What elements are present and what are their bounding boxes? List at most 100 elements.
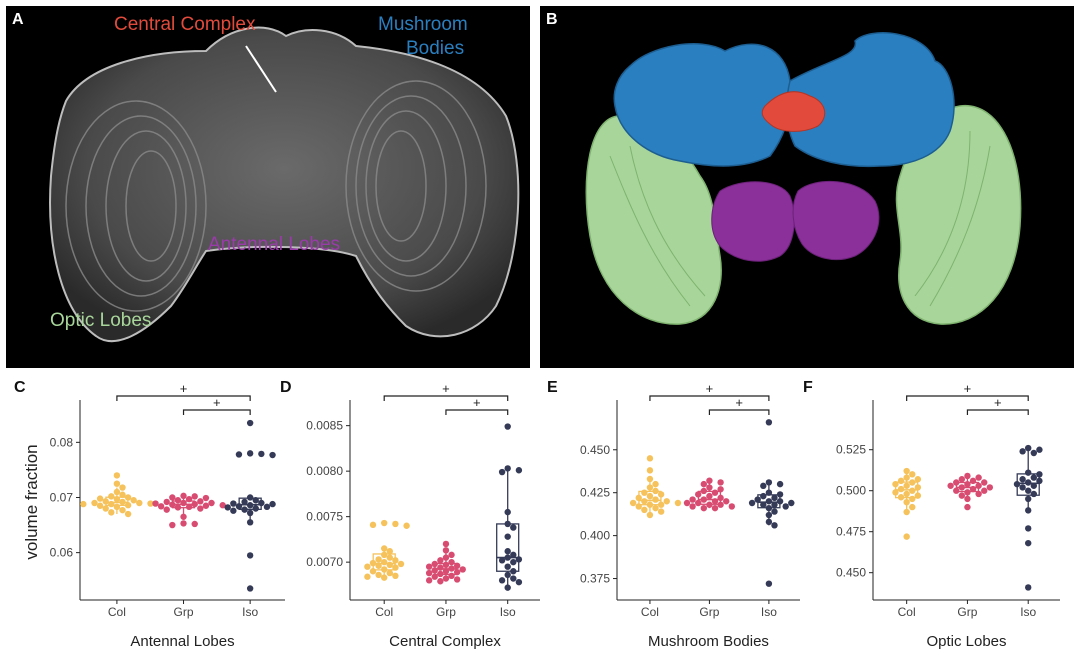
data-point (124, 502, 132, 509)
data-point (258, 450, 265, 458)
data-point (252, 497, 259, 504)
data-point (392, 557, 399, 564)
data-point (269, 500, 276, 508)
data-point (641, 498, 648, 505)
data-point (442, 554, 450, 561)
data-point (646, 484, 654, 491)
data-point (700, 504, 708, 512)
data-point (515, 556, 523, 563)
data-point (717, 486, 724, 493)
y-axis-label: volume fraction (22, 444, 41, 559)
data-point (711, 489, 719, 496)
data-point (914, 484, 922, 491)
data-point (381, 558, 388, 566)
data-point (515, 467, 523, 474)
data-point (364, 573, 371, 580)
data-point (1025, 495, 1032, 503)
data-point (108, 509, 115, 516)
data-point (510, 524, 517, 531)
data-point (782, 503, 789, 510)
sig-mark-grp-iso: + (213, 395, 221, 410)
data-point (674, 499, 682, 507)
data-point (909, 495, 916, 503)
data-point (788, 499, 795, 507)
data-point (219, 502, 226, 509)
data-point (711, 498, 719, 505)
data-point (197, 498, 204, 505)
data-point (224, 504, 231, 511)
data-point (914, 492, 922, 499)
data-point (765, 489, 773, 496)
data-point (711, 504, 719, 512)
panel-b-svg: B (540, 6, 1074, 368)
x-tick-label-iso: Iso (500, 605, 516, 619)
y-tick-label: 0.0085 (306, 419, 343, 433)
sig-bracket-col-iso (906, 395, 1029, 401)
data-point (191, 493, 198, 500)
data-point (689, 496, 696, 503)
panel-letter-D: D (280, 379, 292, 396)
data-point (431, 573, 438, 580)
data-point (448, 565, 455, 572)
data-point (776, 498, 784, 505)
data-point (375, 556, 382, 563)
data-point (381, 519, 388, 527)
x-axis-title: Central Complex (389, 633, 501, 650)
data-point (185, 503, 193, 511)
optic-lobe-rings-left (65, 100, 207, 312)
data-point (169, 521, 176, 529)
data-point (1025, 525, 1032, 532)
y-tick-label: 0.400 (580, 529, 610, 543)
data-point (437, 557, 444, 564)
data-point (185, 495, 193, 503)
sig-mark-grp-iso: + (473, 395, 481, 410)
data-point (381, 545, 388, 552)
data-point (903, 498, 910, 506)
sig-mark-col-iso: + (706, 381, 714, 396)
data-point (958, 492, 966, 499)
data-point (903, 533, 910, 540)
data-point (765, 580, 773, 587)
data-point (771, 522, 778, 529)
x-tick-label-grp: Grp (174, 605, 194, 619)
x-tick-label-grp: Grp (436, 605, 456, 619)
data-point (969, 485, 977, 493)
data-point (442, 540, 450, 548)
data-point (635, 503, 642, 510)
data-point (113, 503, 121, 511)
data-point (246, 509, 254, 517)
data-point (700, 496, 708, 503)
data-point (258, 499, 265, 507)
label-mushroom-line2: Bodies (406, 38, 464, 59)
data-point (657, 501, 665, 508)
data-point (909, 471, 916, 478)
panel-b-image: B (540, 6, 1074, 368)
data-point (369, 521, 377, 529)
data-point (510, 558, 517, 566)
data-point (498, 468, 506, 476)
data-point (892, 480, 899, 488)
data-point (180, 513, 187, 520)
data-point (776, 480, 784, 488)
x-tick-label-iso: Iso (1020, 605, 1036, 619)
data-point (202, 494, 210, 502)
data-point (504, 571, 511, 579)
y-tick-label: 0.0080 (306, 464, 343, 478)
data-point (760, 482, 767, 490)
y-tick-label: 0.06 (50, 546, 74, 560)
data-point (504, 508, 511, 516)
data-point (646, 511, 654, 519)
data-point (1025, 469, 1032, 476)
data-point (897, 477, 905, 485)
data-point (386, 561, 393, 569)
data-point (510, 551, 517, 559)
data-point (683, 499, 691, 507)
y-tick-label: 0.500 (836, 484, 866, 498)
data-point (157, 503, 165, 510)
data-point (510, 568, 517, 575)
data-point (504, 423, 511, 430)
data-point (1030, 449, 1038, 457)
data-point (663, 498, 670, 505)
